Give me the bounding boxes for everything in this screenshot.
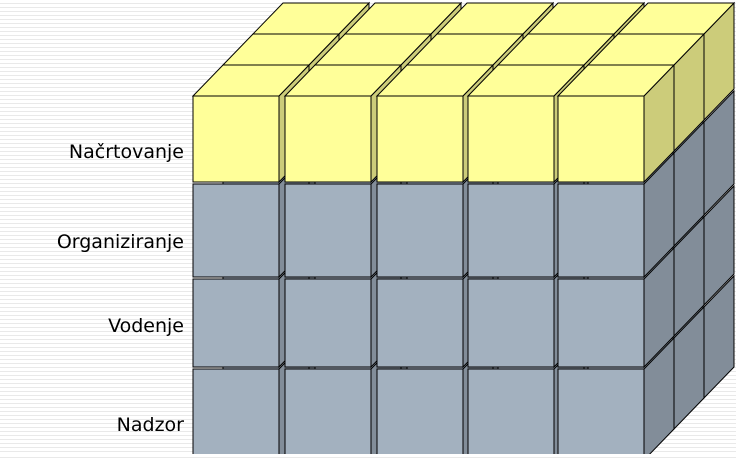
cube-front-layer3-c2-d0 bbox=[377, 369, 463, 454]
layer-label-nadzor: Nadzor bbox=[117, 416, 184, 435]
cube-front-layer0-c3-d0 bbox=[468, 96, 554, 182]
cube-front-layer1-c1-d0 bbox=[285, 184, 371, 277]
cube-front-layer1-c4-d0 bbox=[558, 184, 644, 277]
cube-front-layer0-c2-d0 bbox=[377, 96, 463, 182]
cube-front-layer2-c3-d0 bbox=[468, 279, 554, 367]
cube-front-layer3-c3-d0 bbox=[468, 369, 554, 454]
cube-front-layer2-c4-d0 bbox=[558, 279, 644, 367]
cube-front-layer1-c0-d0 bbox=[193, 184, 279, 277]
cube-front-layer1-c2-d0 bbox=[377, 184, 463, 277]
cube-front-layer3-c0-d0 bbox=[193, 369, 279, 454]
cube-front-layer2-c2-d0 bbox=[377, 279, 463, 367]
layer-label-vodenje: Vodenje bbox=[108, 317, 184, 336]
layer-label-organiziranje: Organiziranje bbox=[57, 233, 184, 252]
cube-front-layer3-c4-d0 bbox=[558, 369, 644, 454]
cube-front-layer0-c4-d0 bbox=[558, 96, 644, 182]
cube-front-layer0-c0-d0 bbox=[193, 96, 279, 182]
cube-front-layer3-c1-d0 bbox=[285, 369, 371, 454]
cube-front-layer2-c0-d0 bbox=[193, 279, 279, 367]
cube-front-layer0-c1-d0 bbox=[285, 96, 371, 182]
cube-front-layer2-c1-d0 bbox=[285, 279, 371, 367]
layer-label-nacrtovanje: Načrtovanje bbox=[69, 143, 184, 162]
cube-front-layer1-c3-d0 bbox=[468, 184, 554, 277]
